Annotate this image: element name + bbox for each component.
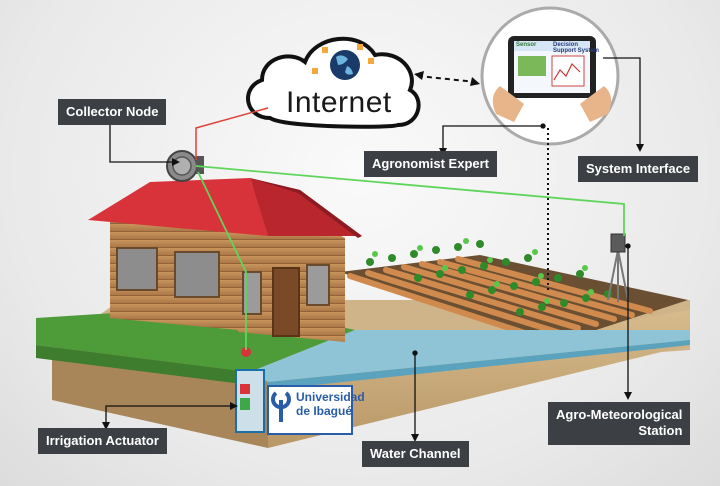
internet-link xyxy=(195,107,269,160)
university-line1: Universidad xyxy=(296,390,365,404)
university-line2: de Ibagué xyxy=(296,403,353,418)
door xyxy=(272,267,300,337)
tablet-app-name: Sensor xyxy=(516,42,537,48)
irrigation-actuator-device xyxy=(235,347,265,433)
weather-station-device xyxy=(607,233,629,302)
collector-node-device xyxy=(166,150,204,182)
callout-water-channel: Water Channel xyxy=(362,441,469,468)
window xyxy=(306,264,330,306)
roof xyxy=(88,178,268,236)
connections xyxy=(195,71,625,350)
callout-agro-station: Agro-Meteorological Station xyxy=(548,402,691,445)
station-link xyxy=(195,165,625,236)
tablet-title-line1: Decision xyxy=(553,42,579,48)
callout-agronomist-expert: Agronomist Expert xyxy=(364,151,498,178)
crop-field xyxy=(340,238,688,345)
internet-cloud xyxy=(246,36,421,129)
cloud-tablet-link xyxy=(417,75,477,83)
callout-agro-station-line1: Agro-Meteorological xyxy=(556,407,683,422)
window xyxy=(242,271,262,315)
callout-system-interface: System Interface xyxy=(578,156,699,183)
callout-collector-node: Collector Node xyxy=(58,99,167,126)
water-channel-graphic xyxy=(250,330,690,390)
callout-agro-station-line2: Station xyxy=(638,423,683,439)
university-name: Universidad de Ibagué xyxy=(296,390,365,419)
house xyxy=(88,178,362,342)
callout-leaders xyxy=(105,57,641,440)
actuator-link xyxy=(197,171,247,350)
tablet-title: Decision Support System xyxy=(553,42,599,55)
window xyxy=(116,247,158,291)
tablet-title-line2: Support System xyxy=(553,48,600,55)
internet-label: Internet xyxy=(286,86,392,119)
callout-irrigation-actuator: Irrigation Actuator xyxy=(38,428,167,455)
window xyxy=(174,251,220,298)
university-sign xyxy=(267,385,353,435)
tablet-in-hands xyxy=(480,6,620,146)
